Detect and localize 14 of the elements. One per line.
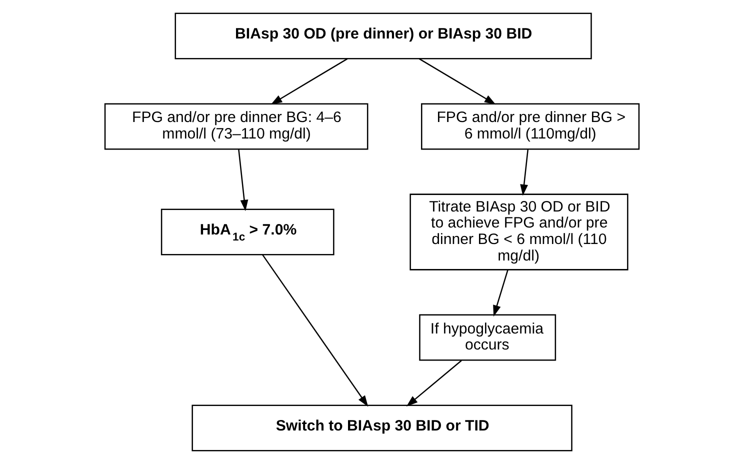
node-box: Titrate BIAsp 30 OD or BID to achieve FPG and/or pre dinner BG < 6 mmol/l (110 mg/dl) (409, 194, 628, 270)
arrow (406, 360, 462, 406)
arrow (492, 270, 508, 317)
node-box: If hypoglycaemia occurs (418, 314, 556, 361)
node-box: Switch to BIAsp 30 BID or TID (191, 404, 572, 452)
arrow (262, 254, 368, 407)
arrow (520, 150, 528, 196)
node-box: BIAsp 30 OD (pre dinner) or BIAsp 30 BID (174, 12, 592, 60)
arrow (270, 58, 348, 105)
arrow (238, 150, 248, 212)
arrow (418, 58, 496, 105)
node-box: FPG and/or pre dinner BG: 4–6 mmol/l (73–110 mg/dl) (104, 103, 368, 150)
node-box: HbA$_{1c}$ > 7.0% (160, 208, 334, 256)
node-box: FPG and/or pre dinner BG > 6 mmol/l (110mg/dl) (420, 103, 640, 150)
